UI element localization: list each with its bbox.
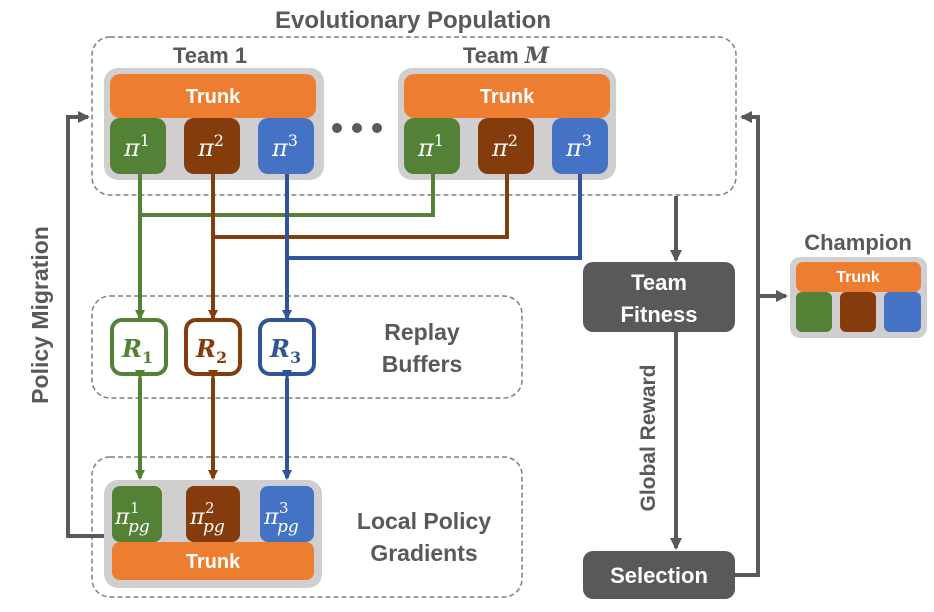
team-m-policy-3-label: π3 [565,131,592,162]
champion: Champion Trunk [790,230,927,338]
team-1-trunk-label: Trunk [186,86,241,108]
team-m-policy-1 [404,118,460,174]
replay-label-line2: Buffers [382,351,463,377]
champion-policy-2 [840,292,876,332]
replay-buffers: R1 R2 R3 Replay Buffers [110,318,463,377]
replay-container [91,295,523,399]
replay-buffer-2-label: R2 [195,334,227,367]
replay-label-line1: Replay [384,319,460,345]
champion-trunk-label: Trunk [836,269,880,286]
team-1-policy-3 [258,118,314,174]
team-m: Team M Trunk π1 π2 π3 [398,43,616,180]
population-container [91,36,737,196]
team-fitness-box [583,262,735,332]
team-fitness-line1: Team [631,270,687,295]
team-m-label: Team M [463,43,550,69]
selection-box [583,551,735,599]
team-1-policy-3-label: π3 [271,131,298,162]
local-pg-policy-3 [260,486,314,542]
blue-merge-line [287,174,582,260]
green-merge-line [140,174,435,217]
champion-trunk [796,262,921,292]
policy-migration-label: Policy Migration [27,226,53,404]
team-m-policy-2-label: π2 [491,131,518,162]
team-1-trunk [110,74,316,118]
team-m-trunk [404,74,610,118]
local-pg-policy-1 [112,486,162,542]
team-1-policy-1-label: π1 [123,131,150,162]
team-1-label: Team 1 [173,43,247,68]
selection-label: Selection [610,563,708,588]
local-pg-container [91,456,523,598]
replay-buffer-3-label: R3 [269,334,301,367]
population-title: Evolutionary Population [275,7,551,34]
team-1: Team 1 Trunk π1 π2 π3 [104,43,324,180]
replay-buffer-1-label: R1 [121,334,153,367]
selection-to-population-arrow [735,111,760,577]
policy-migration-arrow [66,111,104,538]
team-1-policy-1 [110,118,166,174]
team-m-policy-1-label: π1 [417,131,444,162]
team-m-policy-3 [552,118,608,174]
local-pg-label-line2: Gradients [370,540,477,566]
champion-label: Champion [804,230,912,255]
team-1-policy-2 [184,118,240,174]
local-pg-policy-2 [186,486,240,542]
local-pg-label-line1: Local Policy [357,508,491,534]
brown-merge-line [213,174,509,239]
champion-policy-1 [796,292,832,332]
team-1-policy-2-label: π2 [197,131,224,162]
team-m-policy-2 [478,118,534,174]
global-reward-label: Global Reward [637,364,660,511]
local-pg-trunk-label: Trunk [186,551,241,573]
local-pg-trunk [112,542,314,580]
ellipsis-icon [332,123,382,133]
team-m-trunk-label: Trunk [480,86,535,108]
team-fitness-line2: Fitness [620,302,697,327]
champion-policy-3 [884,292,921,332]
